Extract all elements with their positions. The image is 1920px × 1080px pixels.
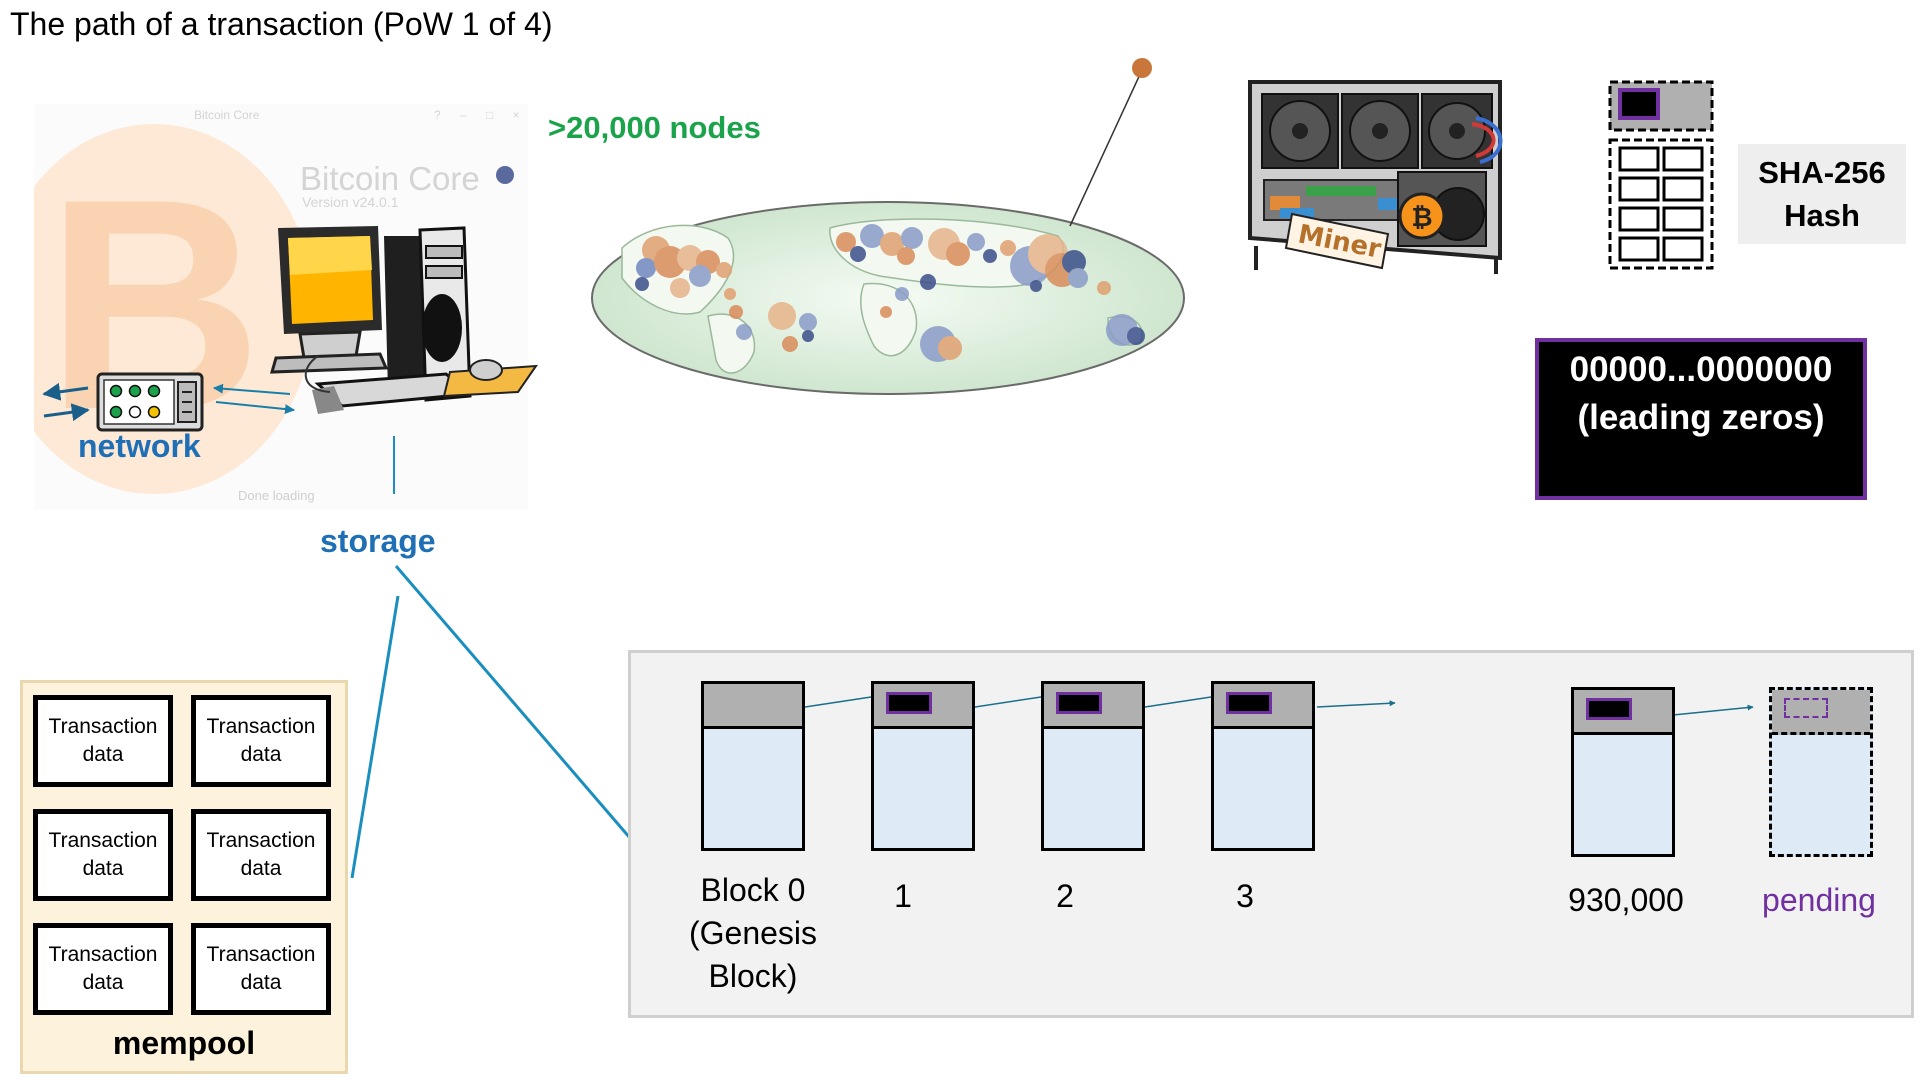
window-title: Bitcoin Core xyxy=(194,108,260,122)
hash-target-note: (leading zeros) xyxy=(1577,398,1825,437)
block-latest-label: 930,000 xyxy=(1568,882,1684,918)
network-in-arrow xyxy=(43,403,90,422)
chain-link-arrow xyxy=(1316,700,1396,708)
block-pending-label: pending xyxy=(1762,882,1876,918)
block-1-label: 1 xyxy=(894,878,912,914)
blockchain-panel: Block 0 (Genesis Block) 1 2 3 930,000 pe… xyxy=(628,650,1914,1018)
block-2-label: 2 xyxy=(1056,878,1074,914)
sha256-title: SHA-256 xyxy=(1758,155,1886,190)
world-map-icon xyxy=(591,58,1185,395)
sha256-hash-label: SHA-256 Hash xyxy=(1738,144,1906,244)
svg-text:₿: ₿ xyxy=(1411,203,1432,233)
window-controls: ? – □ × xyxy=(434,108,528,122)
app-version: Version v24.0.1 xyxy=(302,194,399,210)
computer-icon xyxy=(269,226,539,414)
mempool-label: mempool xyxy=(112,1025,256,1061)
diagram-title: The path of a transaction (PoW 1 of 4) xyxy=(10,6,553,42)
status-text: Done loading xyxy=(238,488,315,503)
computer-to-router-arrow xyxy=(213,383,291,395)
block-3 xyxy=(1211,681,1315,851)
app-name: Bitcoin Core xyxy=(300,160,480,197)
nodes-count-label: >20,000 nodes xyxy=(548,110,761,145)
router-icon xyxy=(96,372,204,432)
loading-dot-icon xyxy=(496,166,514,184)
block-latest xyxy=(1571,687,1675,857)
block-2 xyxy=(1041,681,1145,851)
chain-link xyxy=(804,696,872,708)
sha256-subtitle: Hash xyxy=(1784,198,1860,233)
genesis-block xyxy=(701,681,805,851)
block-pending xyxy=(1769,687,1873,857)
storage-to-chain-line xyxy=(394,565,632,839)
hash-target-box: 00000...0000000 (leading zeros) xyxy=(1535,338,1867,500)
network-label: network xyxy=(78,428,201,464)
mining-rig-icon: ₿ Miner xyxy=(1248,80,1503,274)
block-1 xyxy=(871,681,975,851)
network-out-arrow xyxy=(42,382,89,401)
block-3-label: 3 xyxy=(1236,878,1254,914)
chain-links xyxy=(804,696,1754,716)
chain-link xyxy=(974,696,1042,708)
chain-link xyxy=(1144,696,1212,708)
chain-link-arrow xyxy=(1672,704,1754,716)
hash-document-icon xyxy=(1608,80,1714,270)
router-to-computer-arrow xyxy=(215,401,295,415)
storage-label: storage xyxy=(320,523,436,559)
genesis-block-label: Block 0 (Genesis Block) xyxy=(688,872,818,994)
storage-to-mempool-line xyxy=(350,595,400,879)
hash-target-value: 00000...0000000 xyxy=(1569,350,1833,389)
